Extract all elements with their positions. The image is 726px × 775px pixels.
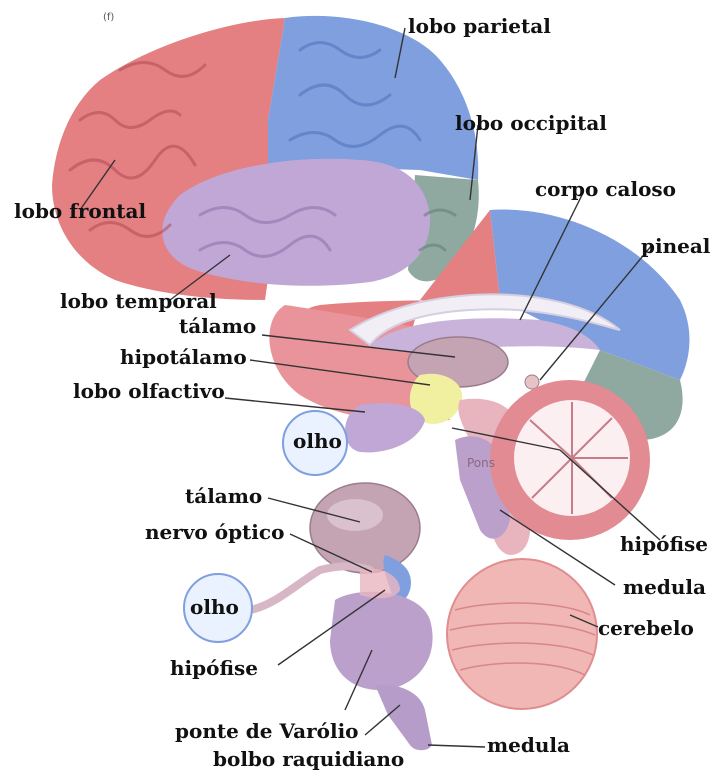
pons-tag: Pons [467, 456, 495, 470]
label-lobo-parietal: lobo parietal [408, 14, 551, 38]
label-corpo-caloso: corpo caloso [535, 177, 676, 201]
medulla-lower [375, 685, 432, 751]
label-olho-bottom: olho [190, 595, 239, 619]
label-bolbo-raquidiano: bolbo raquidiano [213, 747, 404, 771]
label-hipofise-right: hipófise [620, 532, 708, 556]
label-pineal: pineal [641, 234, 711, 258]
lateral-brain [52, 16, 479, 300]
label-talamo-top: tálamo [179, 314, 256, 338]
label-hipotalamo: hipotálamo [120, 345, 247, 369]
label-lobo-temporal: lobo temporal [60, 289, 217, 313]
figure-mark: (f) [103, 12, 114, 23]
label-hipofise-left: hipófise [170, 656, 258, 680]
label-olho-top: olho [293, 429, 342, 453]
label-nervo-optico: nervo óptico [145, 520, 284, 544]
label-talamo-bottom: tálamo [185, 484, 262, 508]
label-ponte-varolio: ponte de Varólio [175, 719, 359, 743]
label-medula-bottom: medula [487, 733, 570, 757]
label-medula-right: medula [623, 575, 706, 599]
parietal-lobe [268, 16, 478, 180]
label-lobo-olfactivo: lobo olfactivo [73, 379, 225, 403]
pons-lower [330, 592, 433, 690]
label-lobo-frontal: lobo frontal [14, 199, 146, 223]
label-cerebelo: cerebelo [598, 616, 694, 640]
cerebellum-ball [447, 559, 597, 709]
pineal-gland [525, 375, 539, 389]
label-lobo-occipital: lobo occipital [455, 111, 607, 135]
